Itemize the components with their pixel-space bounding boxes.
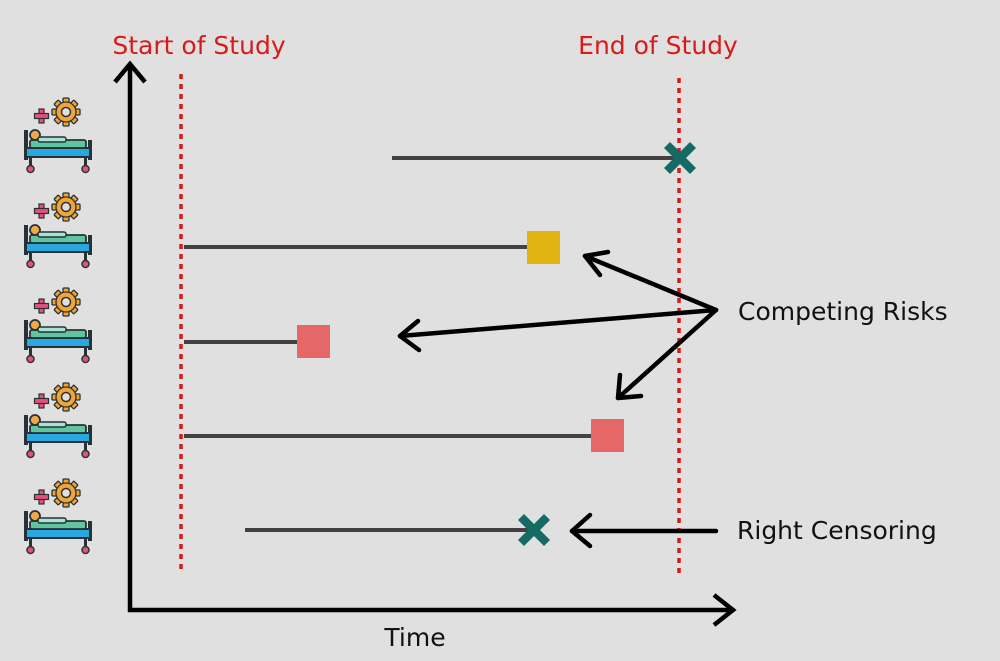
censor-mark-2	[517, 513, 551, 547]
event-marker-red-2	[591, 419, 624, 452]
patient-3-bed-icon	[23, 287, 93, 364]
censor-mark-1	[663, 141, 697, 175]
censoring-arrow	[569, 512, 719, 549]
competing-arrow-to-red-2	[615, 307, 719, 401]
competing-risks-label: Competing Risks	[738, 297, 948, 326]
end-of-study-label: End of Study	[578, 31, 738, 60]
right-censoring-label: Right Censoring	[737, 516, 937, 545]
x-axis-arrowhead	[712, 593, 737, 627]
patient-2-bed-icon	[23, 192, 93, 269]
start-of-study-label: Start of Study	[112, 31, 285, 60]
event-marker-yellow	[527, 231, 560, 264]
competing-arrow-to-yellow	[582, 249, 719, 313]
patient-5-bed-icon	[23, 478, 93, 555]
y-axis-arrowhead	[113, 60, 147, 84]
competing-arrow-to-red-1	[397, 307, 719, 353]
event-marker-red-1	[297, 325, 330, 358]
patient-1-bed-icon	[23, 97, 93, 174]
time-axis-label: Time	[383, 623, 445, 652]
patient-4-bed-icon	[23, 382, 93, 459]
